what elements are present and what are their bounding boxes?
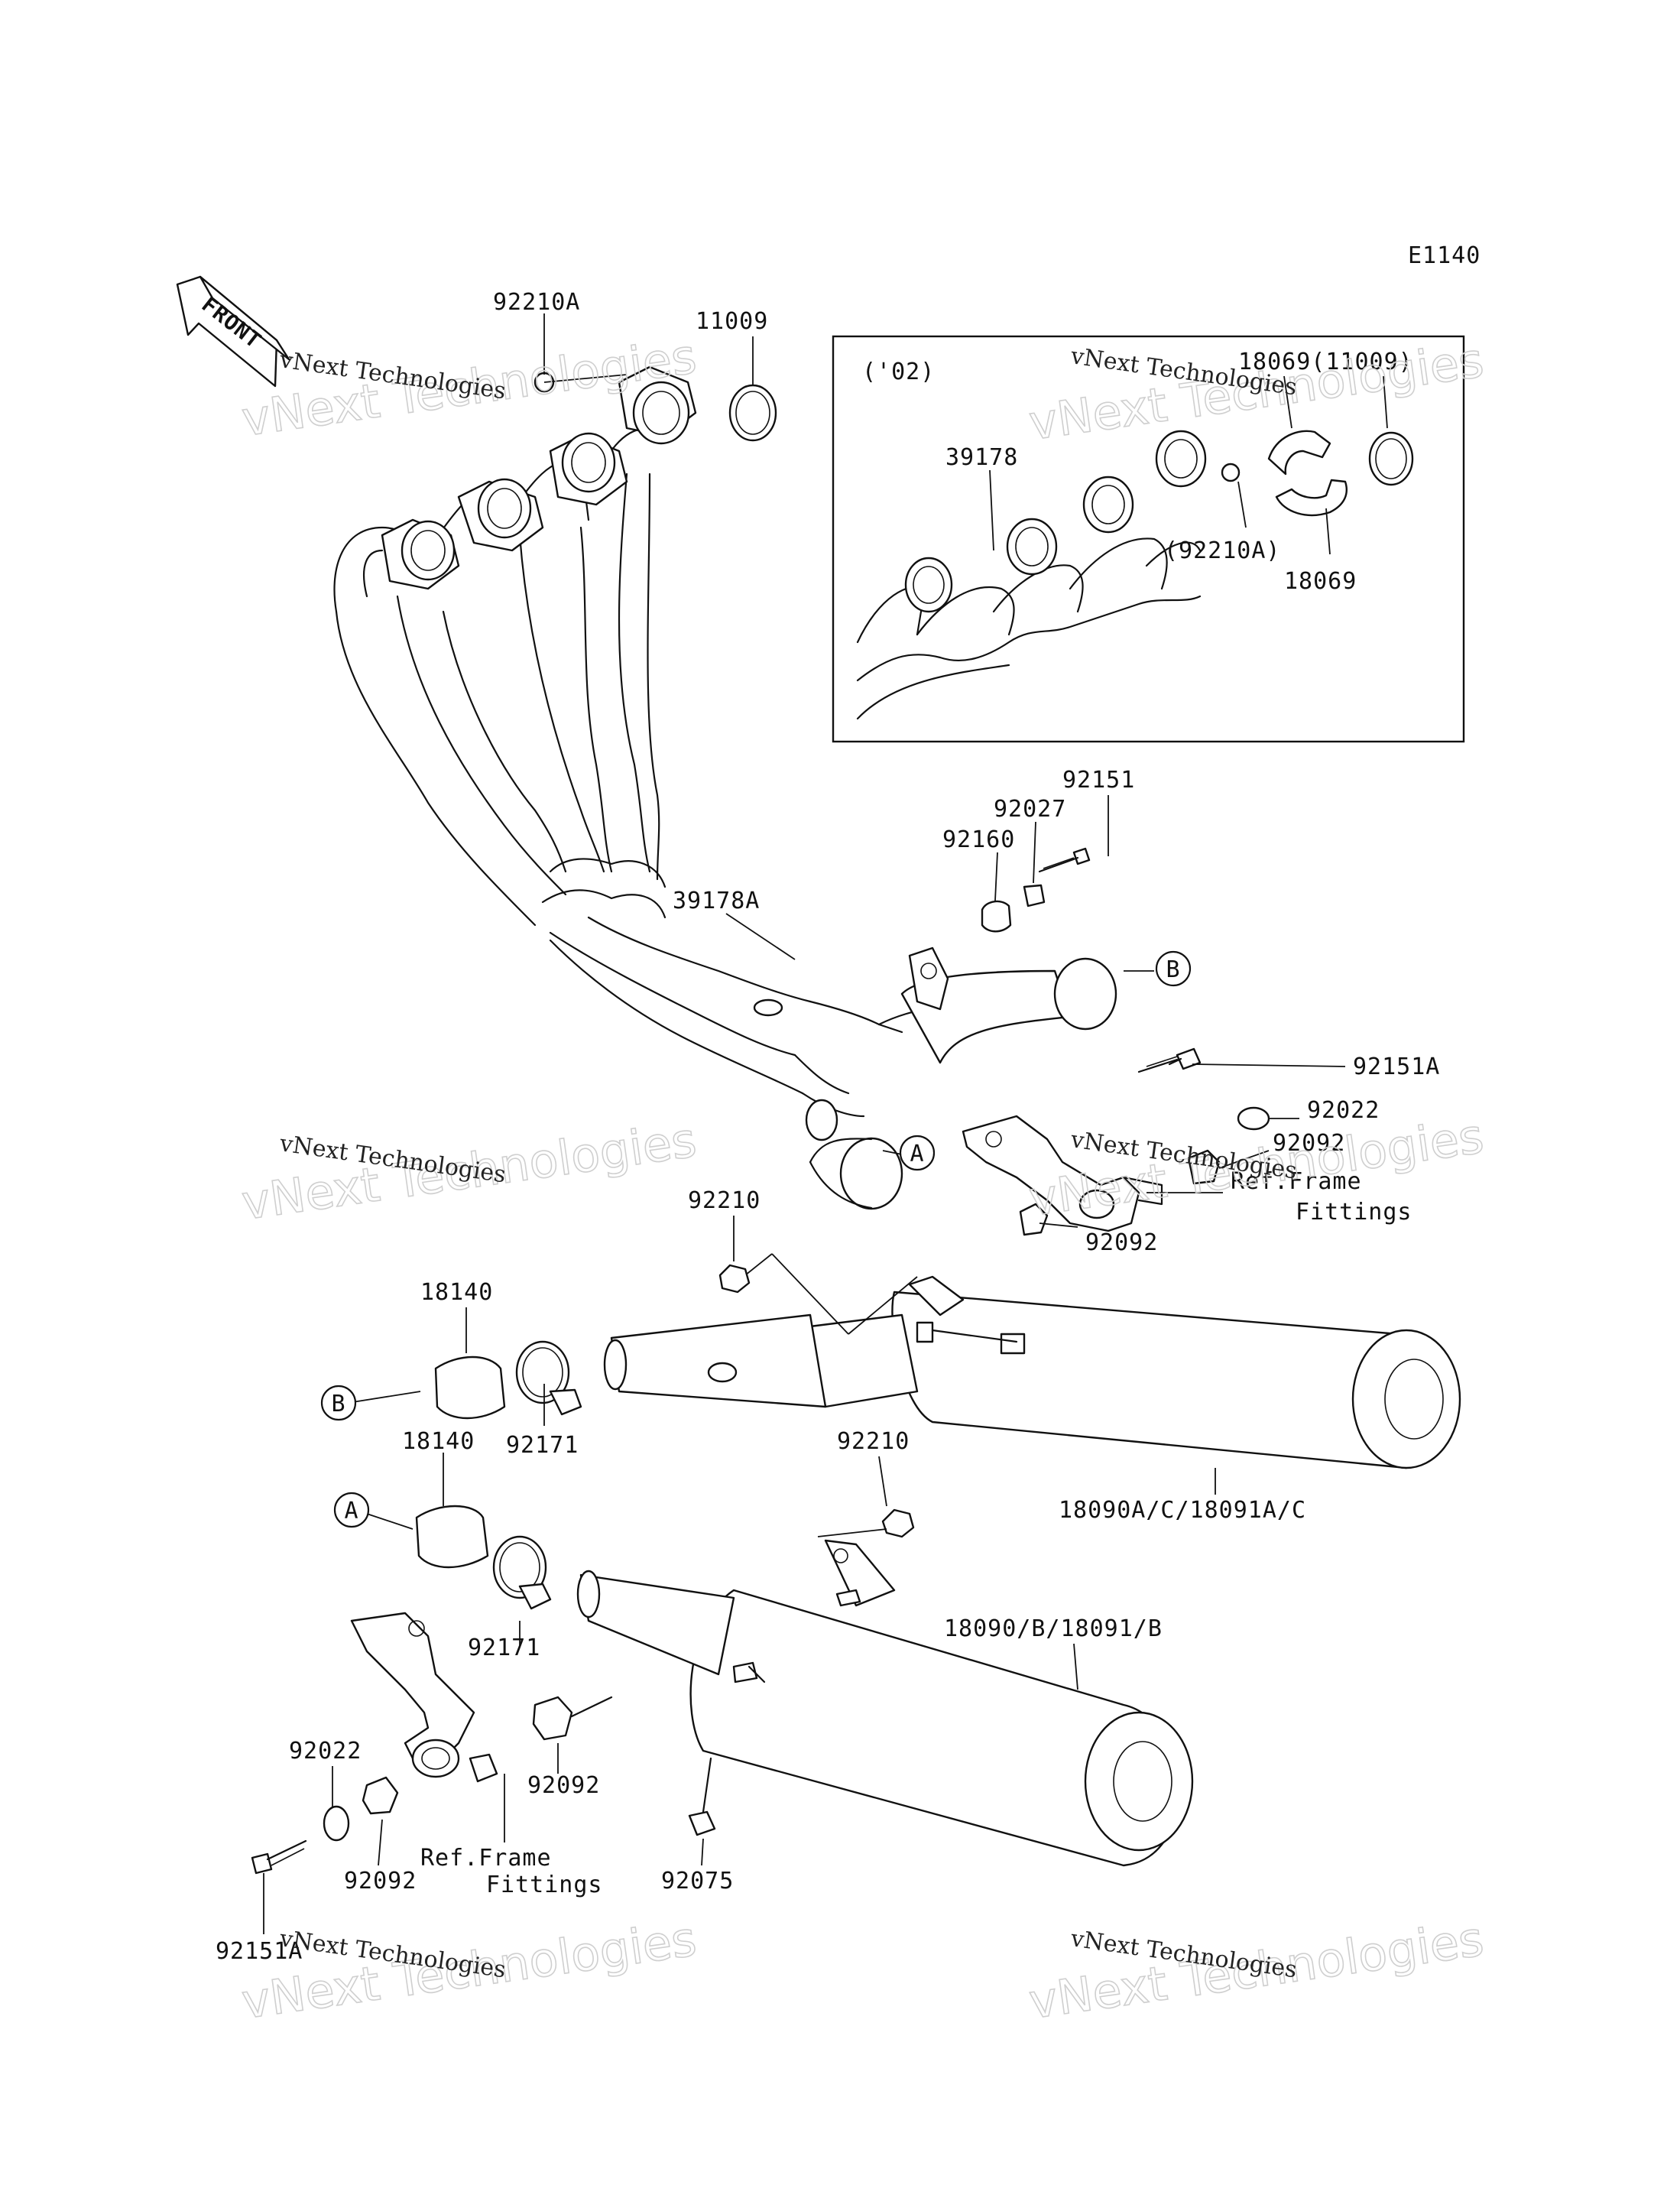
inset-2002-panel: ('02) [832,335,1465,743]
svg-text:A: A [910,1141,924,1167]
label-92171-top: 92171 [506,1432,579,1459]
label-18140-top: 18140 [420,1279,493,1306]
label-92210A: 92210A [493,289,580,316]
leader-lines [263,313,1388,1934]
callout-b-top: B [1155,950,1192,987]
label-18090A: 18090A/C/18091A/C [1059,1497,1306,1524]
label-ref-frame-top-2: Fittings [1296,1199,1412,1226]
svg-text:B: B [331,1391,345,1417]
label-92092-bottom-mid: 92092 [527,1772,600,1799]
svg-text:B: B [1166,956,1180,983]
watermark-mid-left: vNext Technologies vNext Technologies [238,1111,700,1231]
watermark-bottom-left: vNext Technologies vNext Technologies [238,1910,700,2030]
label-11009: 11009 [696,308,768,335]
muffler-lower [576,1508,1194,1867]
hardware-upper [981,847,1270,1236]
lower-sleeve-clamp [415,1505,552,1610]
label-92151A-bottom: 92151A [216,1938,303,1965]
label-92160: 92160 [942,826,1015,853]
label-92027: 92027 [994,796,1066,823]
label-18069-11009: 18069(11009) [1238,349,1413,375]
callout-a-bottom: A [333,1492,370,1528]
label-ref-frame-bottom-1: Ref.Frame [420,1845,552,1872]
label-92210-top: 92210 [688,1187,761,1214]
label-ref-frame-bottom-2: Fittings [486,1872,603,1898]
label-18090B: 18090/B/18091/B [944,1615,1163,1642]
label-92151A-top: 92151A [1353,1054,1440,1080]
label-92092-bottom-left: 92092 [344,1868,417,1894]
front-arrow-icon: FRONT [176,275,290,388]
upper-sleeve-clamp [434,1340,582,1420]
label-92022-top: 92022 [1307,1097,1380,1124]
muffler-hanger-bracket-upper [962,1115,1163,1232]
muffler-upper [603,1253,1461,1469]
diagram-code: E1140 [1408,242,1481,269]
label-92151: 92151 [1062,767,1135,794]
label-92210-bottom: 92210 [837,1428,910,1455]
label-ref-frame-top-1: Ref.Frame [1231,1168,1362,1195]
label-92210A-paren: (92210A) [1164,537,1281,564]
callout-b-bottom: B [320,1385,357,1421]
label-18069: 18069 [1284,568,1357,595]
label-39178A: 39178A [673,888,760,914]
inset-label: ('02) [862,359,935,385]
label-39178: 39178 [945,444,1018,471]
label-92092-top: 92092 [1273,1130,1345,1157]
watermark-bottom-right: vNext Technologies vNext Technologies [1025,1910,1487,2030]
label-92171-bottom: 92171 [468,1635,540,1661]
exhaust-header-pipes [333,365,1117,1210]
label-18140-bottom: 18140 [402,1428,475,1455]
label-92092-mid: 92092 [1085,1229,1158,1256]
label-92075: 92075 [661,1868,734,1894]
svg-text:A: A [344,1498,358,1524]
label-92022-bottom: 92022 [289,1738,362,1765]
callout-a-top: A [899,1135,936,1171]
muffler-hanger-bracket-lower [251,1612,613,1875]
